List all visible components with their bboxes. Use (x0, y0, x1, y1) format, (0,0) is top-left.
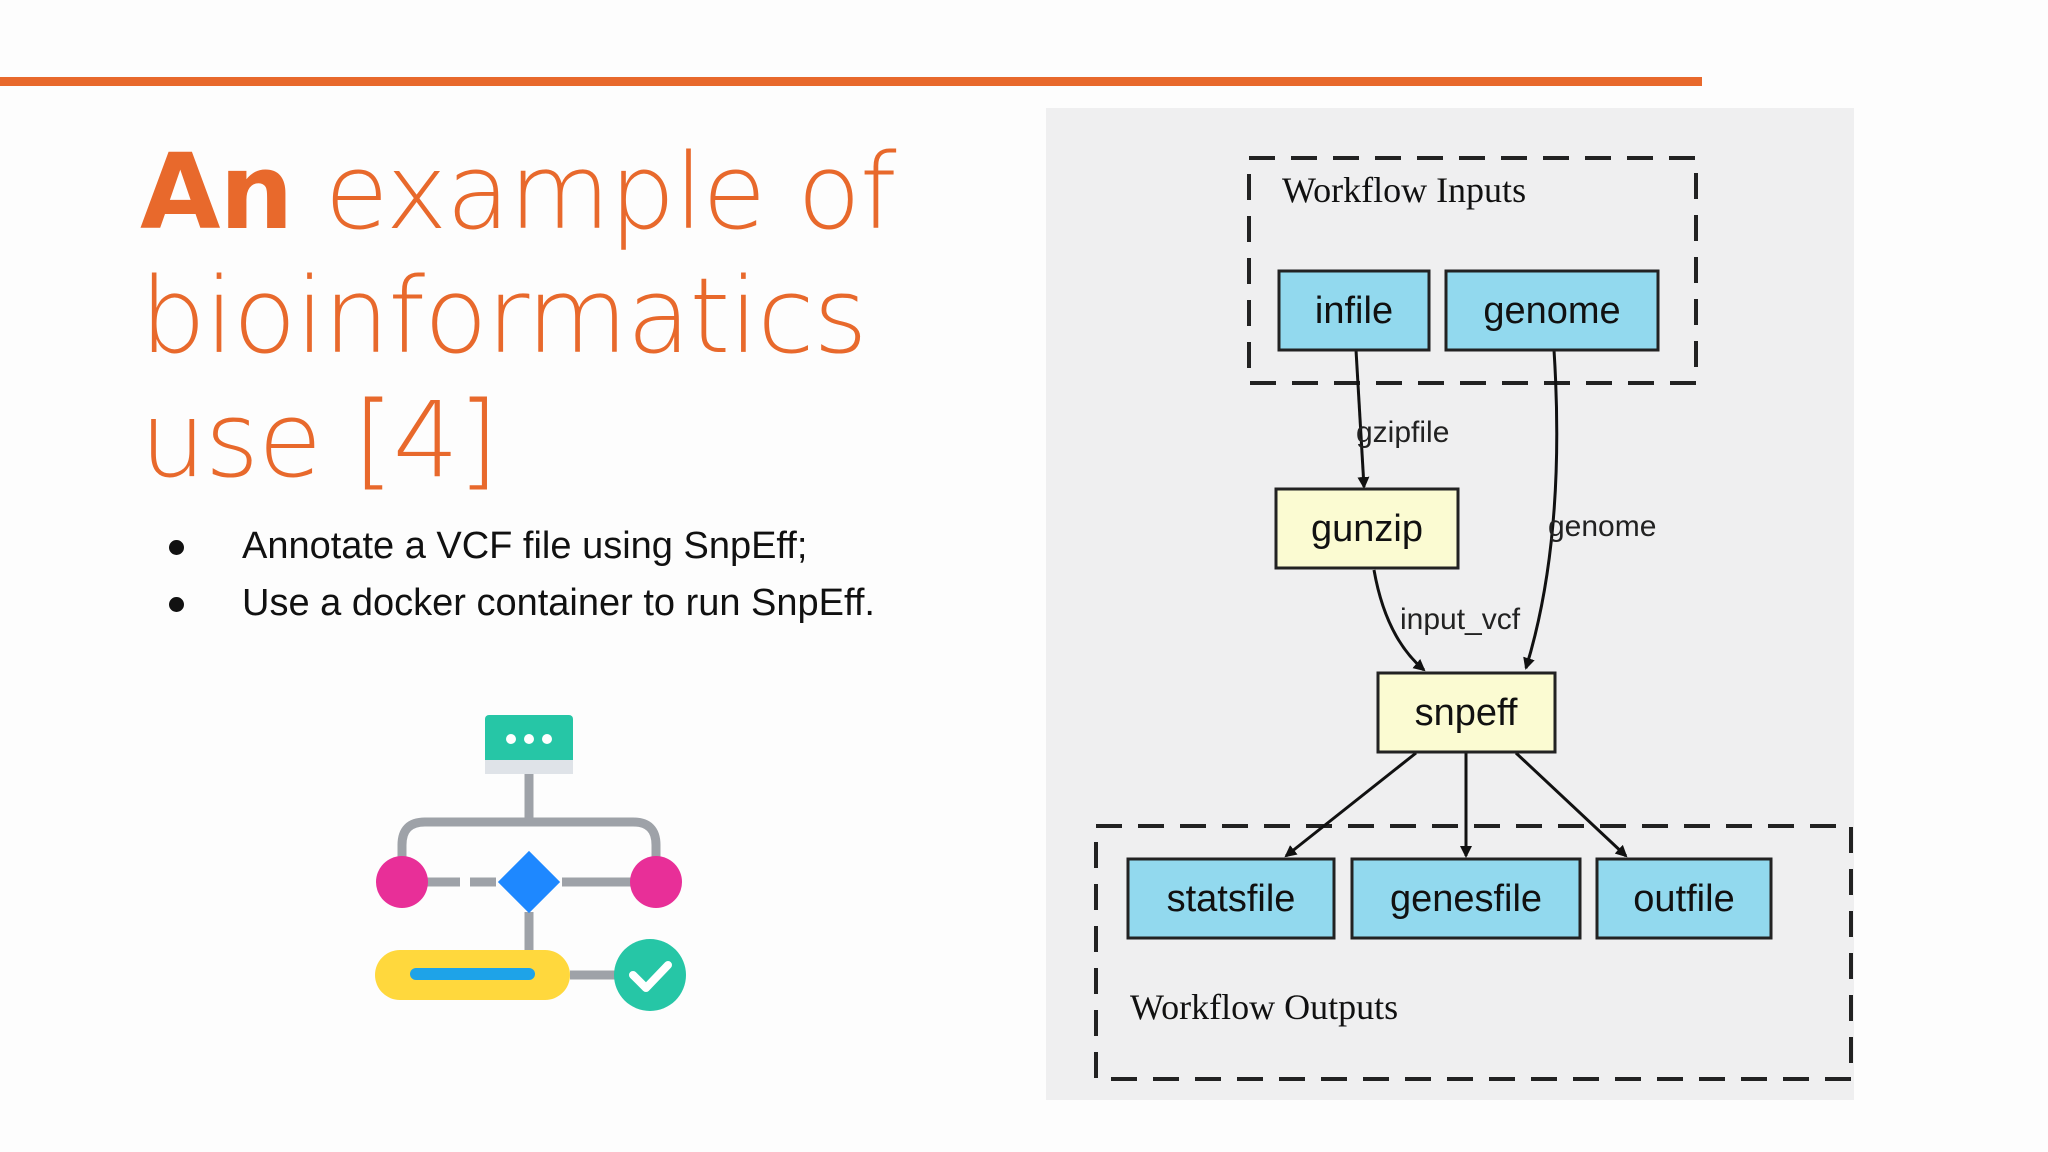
node-snpeff (1376, 671, 1557, 754)
edge-label-gzipfile: gzipfile (1356, 416, 1449, 449)
node-statsfile-label: statsfile (1167, 878, 1296, 920)
node-outfile (1595, 857, 1773, 940)
edge-snpeff-statsfile (1284, 751, 1417, 858)
workflow-icon (370, 710, 700, 1020)
bullet-dot (169, 540, 184, 555)
outputs-cluster-label: Workflow Outputs (1130, 987, 1398, 1027)
inputs-cluster-label: Workflow Inputs (1282, 170, 1526, 210)
bullet-item: Use a docker container to run SnpEff. (160, 575, 875, 632)
node-genome (1444, 269, 1660, 352)
edge-gunzip-snpeff (1372, 569, 1426, 672)
node-statsfile (1126, 857, 1336, 940)
node-genesfile (1350, 857, 1582, 940)
edge-label-genome: genome (1548, 510, 1656, 543)
bullet-list: Annotate a VCF file using SnpEff; Use a … (160, 518, 875, 632)
bullet-item: Annotate a VCF file using SnpEff; (160, 518, 875, 575)
title-line1-rest: example of (292, 131, 897, 253)
inputs-cluster (1247, 156, 1698, 385)
title-bold-word: An (140, 131, 294, 253)
edge-genome-snpeff (1523, 349, 1559, 670)
top-accent-rule (0, 77, 1702, 86)
node-infile-label: infile (1315, 290, 1393, 332)
node-gunzip (1274, 487, 1460, 570)
node-outfile-label: outfile (1633, 878, 1734, 920)
edge-snpeff-outfile (1514, 751, 1628, 858)
node-genesfile-label: genesfile (1390, 878, 1542, 920)
node-infile (1277, 269, 1431, 352)
edge-label-input-vcf: input_vcf (1400, 603, 1521, 636)
bullet-dot (169, 597, 184, 612)
node-gunzip-label: gunzip (1311, 508, 1423, 550)
node-snpeff-label: snpeff (1415, 692, 1518, 734)
title-line3: use [4] (140, 379, 498, 501)
node-genome-label: genome (1483, 290, 1620, 332)
title-line2: bioinformatics (140, 255, 868, 377)
edge-infile-gunzip (1354, 349, 1370, 489)
bullet-text: Annotate a VCF file using SnpEff; (242, 525, 808, 567)
bullet-text: Use a docker container to run SnpEff. (242, 582, 875, 624)
workflow-diagram: Workflow Inputs Workflow Outputs gzipfil… (1046, 108, 1854, 1100)
